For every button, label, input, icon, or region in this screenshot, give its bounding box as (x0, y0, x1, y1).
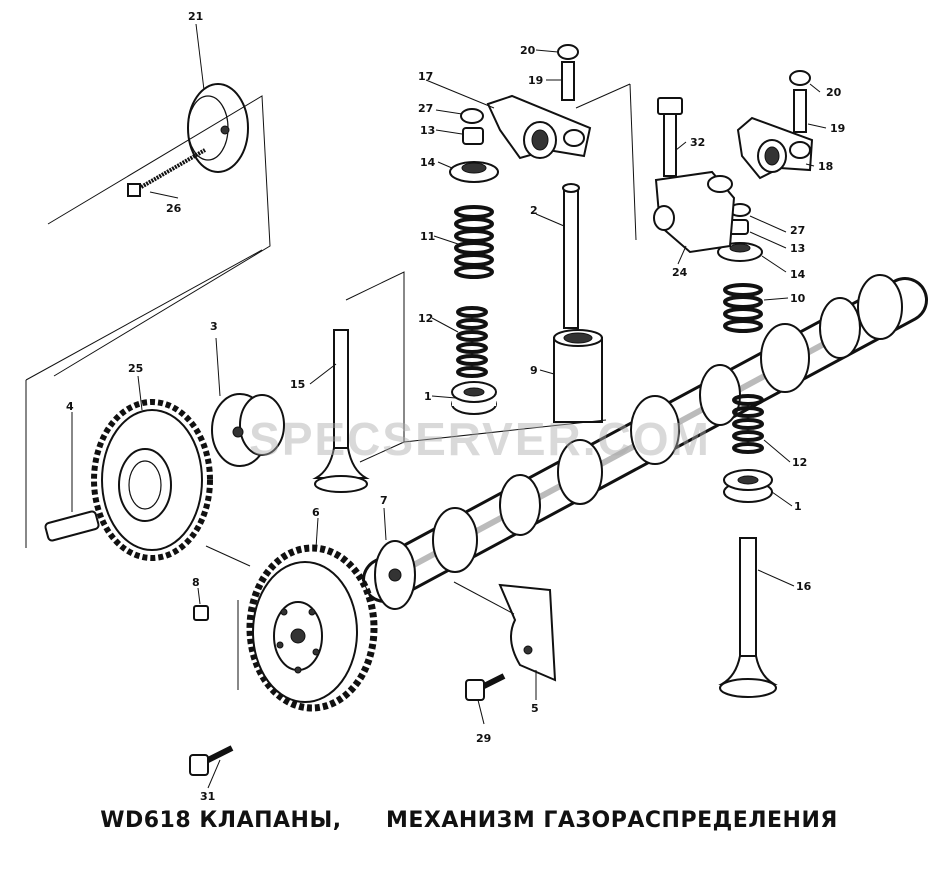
camshaft (362, 274, 928, 610)
valve-16 (718, 537, 778, 698)
part-label-1-right: 1 (794, 500, 802, 513)
nut-20-left (557, 44, 579, 60)
part-label-14-left: 14 (420, 156, 436, 169)
part-label-3: 3 (210, 320, 218, 333)
valve-cap-27-left (460, 108, 484, 124)
watermark: SPECSERVER.COM (249, 413, 711, 465)
bolt-26 (127, 148, 207, 197)
gear-6 (246, 544, 378, 712)
push-rod-2 (562, 183, 580, 329)
spring-seat-1-left (451, 381, 497, 415)
rocker-bracket-24 (653, 170, 736, 254)
spring-12-right (732, 394, 764, 454)
part-label-17: 17 (418, 70, 433, 83)
part-label-26: 26 (166, 202, 182, 215)
spring-retainer-14-right (717, 242, 763, 262)
part-label-13-right: 13 (790, 242, 805, 255)
part-label-13-left: 13 (420, 124, 435, 137)
part-label-27-right: 27 (790, 224, 805, 237)
leader-lines (71, 23, 827, 789)
adjusting-screw-19-left (561, 61, 575, 101)
part-label-2: 2 (530, 204, 538, 217)
part-label-4: 4 (66, 400, 74, 413)
pin-4 (44, 510, 100, 542)
rocker-arm-18 (736, 116, 814, 180)
part-label-19-left: 19 (528, 74, 543, 87)
part-label-12-left: 12 (418, 312, 433, 325)
part-label-24: 24 (672, 266, 688, 279)
part-label-20-right: 20 (826, 86, 842, 99)
part-label-20-left: 20 (520, 44, 536, 57)
part-label-25: 25 (128, 362, 143, 375)
thrust-flange-3 (211, 393, 285, 467)
bolt-32 (657, 97, 683, 177)
rocker-arm-17 (486, 94, 592, 160)
key-8 (193, 605, 209, 621)
adjusting-screw-19-right (793, 89, 807, 133)
part-label-19-right: 19 (830, 122, 845, 135)
part-label-14-right: 14 (790, 268, 806, 281)
part-label-1-left: 1 (424, 390, 432, 403)
part-label-6: 6 (312, 506, 320, 519)
part-label-16: 16 (796, 580, 812, 593)
valve-15 (312, 329, 370, 493)
part-labels: 21 26 3 25 4 6 7 8 31 29 5 15 1 11 12 14… (66, 10, 845, 803)
pulley-21 (187, 83, 249, 173)
part-label-12-right: 12 (792, 456, 807, 469)
part-label-31: 31 (200, 790, 215, 803)
tappet-9 (553, 329, 603, 423)
spring-10 (723, 283, 763, 333)
part-label-29: 29 (476, 732, 491, 745)
grouping-frames (25, 83, 637, 690)
caption-model: WD618 КЛАПАНЫ, (100, 808, 342, 833)
part-label-10: 10 (790, 292, 806, 305)
valve-cap-13-left (462, 127, 484, 145)
part-label-11: 11 (420, 230, 435, 243)
diagram-caption: WD618 КЛАПАНЫ, МЕХАНИЗМ ГАЗОРАСПРЕДЕЛЕНИ… (0, 808, 938, 833)
bolt-31 (189, 745, 234, 776)
part-label-21: 21 (188, 10, 203, 23)
part-label-15: 15 (290, 378, 305, 391)
gear-25 (91, 399, 213, 561)
bolt-29 (465, 673, 506, 701)
spring-seat-1-right (723, 469, 773, 503)
part-label-8: 8 (192, 576, 200, 589)
nut-20-right (789, 70, 811, 86)
part-label-18: 18 (818, 160, 833, 173)
thrust-plate-5 (498, 583, 557, 682)
caption-title: МЕХАНИЗМ ГАЗОРАСПРЕДЕЛЕНИЯ (385, 808, 838, 833)
part-label-5: 5 (531, 702, 539, 715)
spring-retainer-14-left (449, 161, 499, 183)
part-label-9: 9 (530, 364, 538, 377)
part-label-27-left: 27 (418, 102, 433, 115)
part-label-32: 32 (690, 136, 705, 149)
spring-11 (454, 205, 494, 279)
part-label-7: 7 (380, 494, 388, 507)
spring-12-left (456, 306, 488, 378)
